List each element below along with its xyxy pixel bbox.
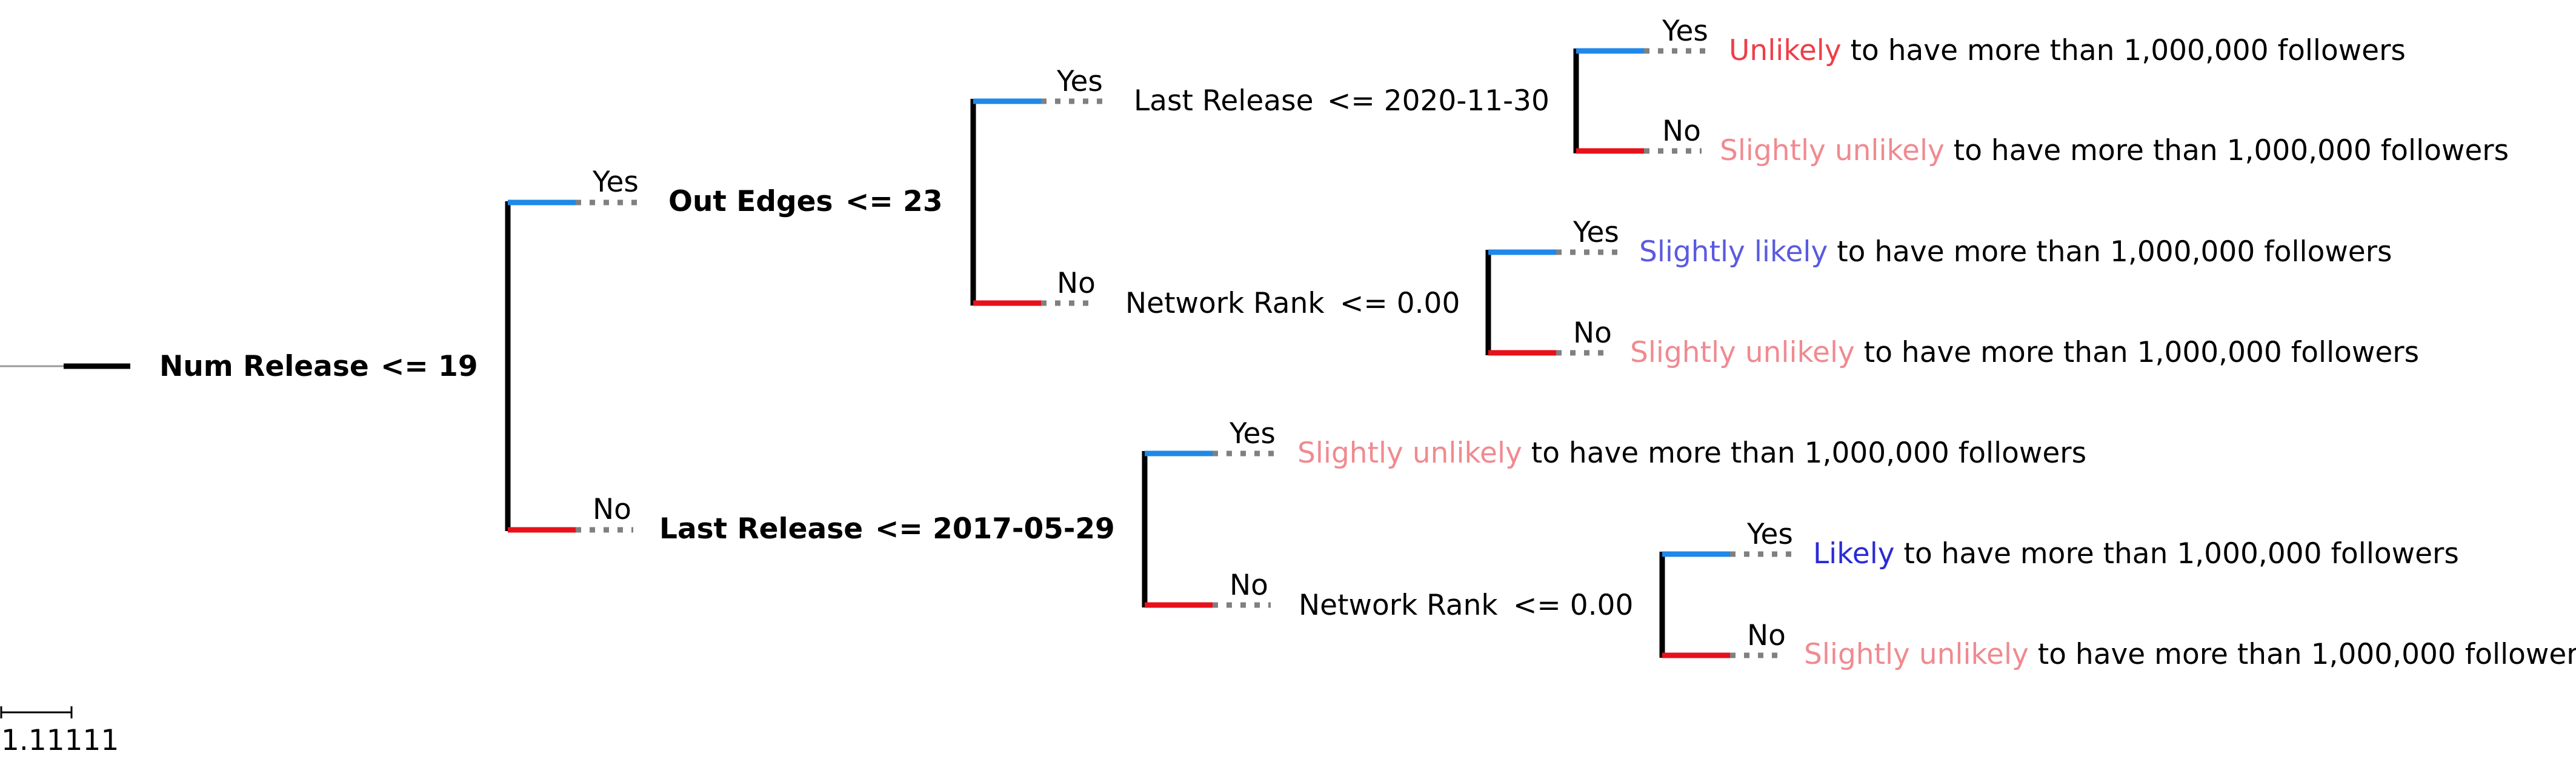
leaf-5-prediction: Slightly unlikely [1297, 436, 1522, 470]
leaf-6-prediction: Likely [1813, 537, 1895, 570]
root-operator: <= 19 [381, 350, 478, 383]
n1-feature: Out Edges [668, 185, 833, 218]
n12-operator: <= 0.00 [1340, 287, 1460, 320]
n2-operator: <= 2017-05-29 [875, 512, 1115, 546]
n1-no-label: No [1057, 267, 1096, 300]
leaf-7-text: to have more than 1,000,000 followers [2029, 638, 2576, 671]
n12-no-label: No [1573, 316, 1612, 350]
leaf-2-text: to have more than 1,000,000 followers [1945, 134, 2509, 167]
leaf-1: Unlikely to have more than 1,000,000 fol… [1729, 34, 2406, 67]
leaf-3-prediction: Slightly likely [1639, 235, 1828, 269]
n1-yes-label: Yes [1056, 65, 1103, 98]
leaf-1-text: to have more than 1,000,000 followers [1842, 34, 2406, 67]
n1-operator: <= 23 [845, 185, 943, 218]
root-feature: Num Release [159, 350, 369, 383]
leaf-2-prediction: Slightly unlikely [1720, 134, 1945, 167]
leaf-1-prediction: Unlikely [1729, 34, 1842, 67]
n11-feature: Last Release [1134, 84, 1313, 118]
scale-bar: 1.11111 [0, 706, 119, 757]
n2-feature: Last Release [659, 512, 863, 546]
n2-no-label: No [1230, 569, 1268, 602]
leaf-6-text: to have more than 1,000,000 followers [1895, 537, 2459, 570]
n22-operator: <= 0.00 [1513, 589, 1633, 622]
n11-yes-label: Yes [1662, 15, 1708, 48]
leaf-4: Slightly unlikely to have more than 1,00… [1630, 336, 2419, 369]
n22-feature: Network Rank [1299, 589, 1498, 622]
n22-yes-label: Yes [1746, 518, 1793, 551]
leaf-5-text: to have more than 1,000,000 followers [1522, 436, 2086, 470]
scale-bar-label: 1.11111 [1, 724, 119, 757]
leaf-3-text: to have more than 1,000,000 followers [1828, 235, 2392, 269]
leaf-3: Slightly likely to have more than 1,000,… [1639, 235, 2392, 269]
n12-yes-label: Yes [1573, 216, 1619, 249]
root-no-label: No [593, 493, 631, 526]
root-yes-label: Yes [592, 166, 639, 199]
leaf-6: Likely to have more than 1,000,000 follo… [1813, 537, 2459, 570]
leaf-5: Slightly unlikely to have more than 1,00… [1297, 436, 2086, 470]
n2-yes-label: Yes [1229, 417, 1276, 450]
n22-no-label: No [1747, 619, 1786, 652]
leaf-7-prediction: Slightly unlikely [1804, 638, 2029, 671]
n11-operator: <= 2020-11-30 [1327, 84, 1549, 118]
n11-no-label: No [1662, 115, 1701, 148]
leaf-4-prediction: Slightly unlikely [1630, 336, 1855, 369]
leaf-4-text: to have more than 1,000,000 followers [1855, 336, 2419, 369]
leaf-7: Slightly unlikely to have more than 1,00… [1804, 638, 2576, 671]
leaf-2: Slightly unlikely to have more than 1,00… [1720, 134, 2509, 167]
n12-feature: Network Rank [1125, 287, 1325, 320]
